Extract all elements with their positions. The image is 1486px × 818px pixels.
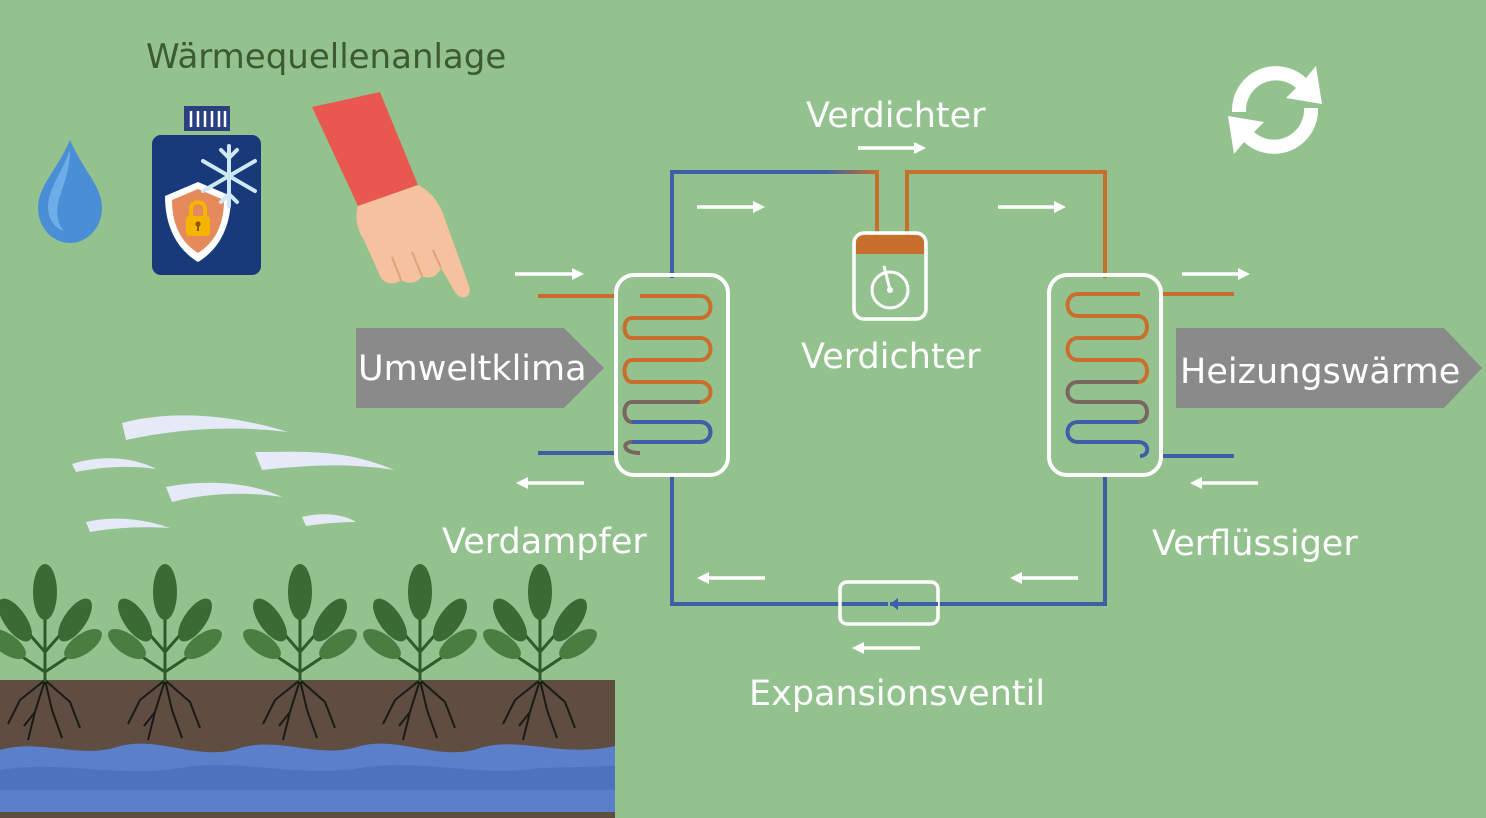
plant-icon	[0, 562, 109, 684]
shield-lock-icon	[165, 182, 231, 262]
water-drop-icon	[38, 140, 102, 243]
arrow-left-icon	[697, 572, 765, 584]
plant-icon	[356, 562, 484, 684]
plant-icon	[236, 562, 364, 684]
discharge-line	[905, 170, 1107, 278]
arrow-left-icon	[1190, 477, 1258, 489]
wind-icon	[72, 415, 394, 532]
arrow-right-icon	[998, 201, 1066, 213]
arrow-left-icon	[852, 642, 920, 654]
liquid-line	[938, 476, 1107, 606]
heating-arrow: Heizungswärme	[1176, 328, 1482, 408]
page-title: Wärmequellenanlage	[146, 37, 506, 77]
ground-illustration	[0, 679, 615, 818]
evaporator	[614, 273, 730, 477]
suction-line	[670, 170, 879, 278]
plant-icon	[476, 562, 604, 684]
expansion-valve-label: Expansionsventil	[749, 674, 1045, 714]
return-line	[670, 476, 888, 606]
environment-arrow: Umweltklima	[356, 328, 604, 408]
compressor	[852, 231, 928, 321]
cycle-refresh-icon	[1228, 66, 1322, 154]
arrow-right-icon	[697, 201, 765, 213]
expansion-valve	[838, 580, 940, 626]
arrow-right-icon	[1182, 268, 1250, 280]
snowflake-icon	[201, 144, 257, 208]
antifreeze-bottle-icon	[152, 106, 261, 275]
heating-label: Heizungswärme	[1180, 352, 1460, 392]
plants	[0, 562, 604, 684]
arrow-left-icon	[1010, 572, 1078, 584]
pointing-hand-icon	[312, 92, 470, 298]
arrow-right-icon	[515, 268, 584, 280]
refrigerant-circuit	[538, 170, 1234, 606]
compressor-top-label: Verdichter	[806, 96, 986, 136]
condenser-label: Verflüssiger	[1152, 524, 1358, 564]
flow-arrows	[515, 142, 1258, 654]
arrow-left-icon	[516, 477, 584, 489]
condenser	[1047, 273, 1163, 477]
plant-icon	[101, 562, 229, 684]
arrow-right-icon	[858, 142, 926, 154]
environment-label: Umweltklima	[358, 349, 587, 389]
compressor-label: Verdichter	[801, 337, 981, 377]
evaporator-label: Verdampfer	[442, 522, 647, 562]
